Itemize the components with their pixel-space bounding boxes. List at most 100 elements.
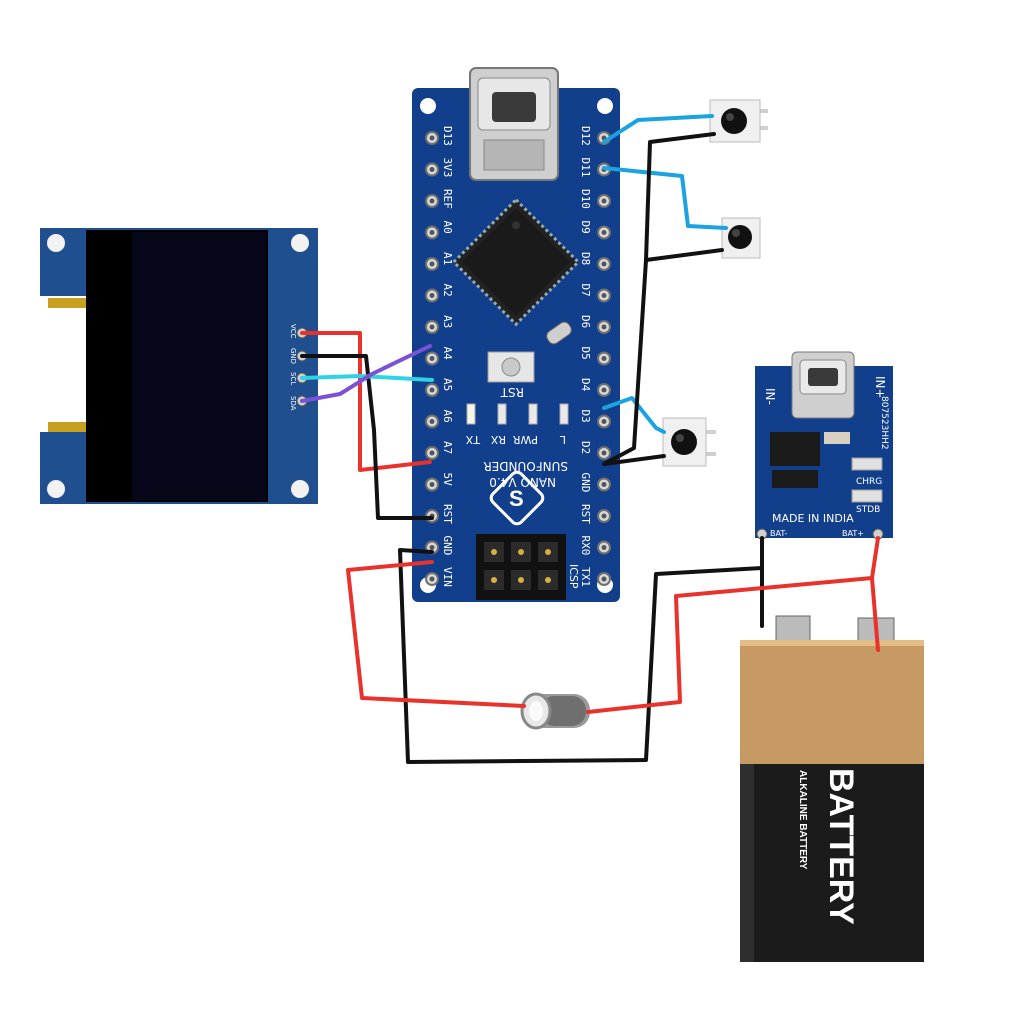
battery-top-band xyxy=(740,640,924,764)
oled-pin-label-sda: SDA xyxy=(289,396,297,411)
charger-bat-minus: BAT- xyxy=(770,529,787,538)
push-button-cap[interactable] xyxy=(671,429,697,455)
mounting-hole xyxy=(47,480,65,498)
nano-pin-label-right: D4 xyxy=(579,378,592,392)
pin-hole xyxy=(601,419,607,424)
nano-pin-label-right: RX0 xyxy=(579,536,592,556)
nano-pin-label-right: D6 xyxy=(579,315,592,328)
pin-hole xyxy=(601,293,607,298)
push-button-3[interactable] xyxy=(662,417,716,467)
charger-bat-plus: BAT+ xyxy=(842,529,864,538)
pin-hole xyxy=(601,387,607,393)
nano-pin-label-right: D12 xyxy=(579,126,592,146)
nano-brand: SUNFOUNDER xyxy=(483,459,568,473)
led-tx xyxy=(559,403,569,425)
nano-pin-label-left: RST xyxy=(441,504,454,524)
pin-hole xyxy=(429,198,435,204)
wire-sda-a4 xyxy=(300,344,432,403)
oled-ribbon-top xyxy=(48,298,88,308)
nano-pin-label-left: A0 xyxy=(441,221,454,234)
pin-hole xyxy=(429,450,435,456)
nano-pcb xyxy=(412,88,620,602)
chrg-led xyxy=(851,457,883,471)
stdb-led xyxy=(851,489,883,503)
nano-model: NANO V4.0 xyxy=(489,475,556,489)
arduino-nano-board: RST L PWR RX TX NANO V4.0 SUNFOUNDER S xyxy=(412,67,620,602)
push-button-cap[interactable] xyxy=(728,225,752,249)
battery-terminal-negative[interactable] xyxy=(775,615,811,645)
pin-hole xyxy=(601,482,607,487)
slide-switch[interactable] xyxy=(520,692,590,730)
nano-pin-label-right: D11 xyxy=(579,158,592,178)
push-button-1[interactable] xyxy=(709,99,768,143)
nano-pin-label-left: 3V3 xyxy=(441,158,454,178)
led-label-pwr: PWR xyxy=(512,433,538,446)
pin-hole xyxy=(429,293,435,298)
nano-pin-label-left: VIN xyxy=(441,567,454,587)
pin-hole xyxy=(429,167,435,172)
charger-usb-port[interactable] xyxy=(791,351,855,419)
pin-hole xyxy=(601,198,607,204)
nano-pin-label-right: D8 xyxy=(579,252,592,265)
pin-hole xyxy=(601,450,607,456)
wire-vcc-5v xyxy=(300,331,432,472)
stdb-label: STDB xyxy=(856,505,880,515)
nano-pin-label-left: A1 xyxy=(441,252,454,265)
chrg-label: CHRG xyxy=(856,477,882,487)
nano-pin-label-left: 5V xyxy=(441,473,454,487)
pin-hole xyxy=(429,419,435,424)
pin-hole xyxy=(429,230,435,235)
charger-in-minus: IN- xyxy=(763,388,777,405)
mini-usb-port[interactable] xyxy=(469,67,559,181)
push-button-cap[interactable] xyxy=(721,108,747,134)
wire-switch-vin xyxy=(346,560,526,708)
pin-hole xyxy=(429,545,435,550)
nano-pin-label-right: D7 xyxy=(579,284,592,297)
pin-hole xyxy=(429,356,435,361)
crystal xyxy=(546,321,572,345)
led-label-rx: RX xyxy=(490,433,506,446)
led-label-l: L xyxy=(559,433,566,446)
wires xyxy=(300,114,880,764)
wire-button-gnd xyxy=(602,258,666,466)
nano-pin-label-left: A5 xyxy=(441,378,454,391)
wire-d3-button3 xyxy=(602,396,666,434)
pin-hole xyxy=(601,230,607,235)
nano-pin-label-right: D3 xyxy=(579,410,592,423)
nano-pin-label-right: RST xyxy=(579,504,592,524)
charger-resistor xyxy=(824,432,850,444)
charger-in-plus: IN+ xyxy=(873,376,887,399)
pin-hole xyxy=(429,482,435,487)
pin-hole xyxy=(601,261,607,267)
nano-pin-label-left: GND xyxy=(441,536,454,556)
nano-pin-label-right: TX1 xyxy=(579,567,592,587)
wire-d11-button2 xyxy=(602,166,728,230)
nano-pin-label-left: A4 xyxy=(441,347,454,361)
reset-button[interactable] xyxy=(487,351,535,383)
oled-ribbon-bottom xyxy=(48,422,88,432)
push-button-2[interactable] xyxy=(721,217,761,259)
icsp-header xyxy=(476,534,566,600)
nine-volt-battery: BATTERY ALKALINE BATTERY xyxy=(740,615,924,962)
battery-label: BATTERY xyxy=(822,768,860,925)
mounting-hole xyxy=(291,480,309,498)
wire-button-common xyxy=(644,132,724,262)
wire-bat-plus xyxy=(586,536,880,714)
nano-pin-label-left: REF xyxy=(441,189,454,209)
led-pwr xyxy=(497,403,507,425)
oled-cutout xyxy=(40,296,86,432)
charger-chip-2 xyxy=(772,470,818,488)
reset-label: RST xyxy=(500,385,524,399)
nano-pin-label-right: D5 xyxy=(579,347,592,360)
charger-ic xyxy=(770,432,820,466)
pin-hole xyxy=(429,387,435,393)
mounting-hole xyxy=(597,98,613,114)
oled-display-module: VCC GND SCL SDA xyxy=(40,228,318,504)
battery-body xyxy=(740,764,924,962)
oled-pin-label-scl: SCL xyxy=(289,372,297,385)
oled-screen xyxy=(132,232,266,500)
led-rx xyxy=(528,403,538,425)
wire-bat-positive-terminal xyxy=(870,576,880,652)
